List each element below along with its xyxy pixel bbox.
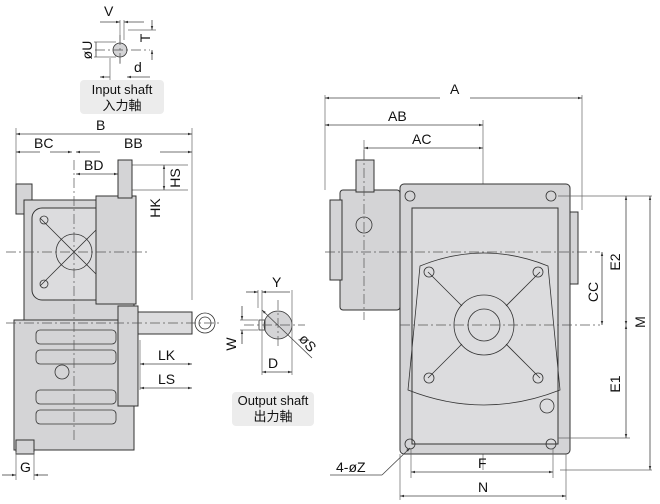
dim-label-S: øS [296,331,320,355]
dim-label-BB: BB [124,135,143,151]
output-shaft-caption-en: Output shaft [238,393,309,408]
dim-label-AB: AB [388,108,407,124]
input-shaft-caption-en: Input shaft [92,82,153,97]
output-shaft-detail: Y W D øS Output shaft 出力軸 [223,274,320,426]
dim-label-LK: LK [158,347,176,363]
dim-label-Z: 4-øZ [336,459,366,475]
dim-label-M: M [632,316,648,328]
front-view: A AB AC [324,81,652,500]
dim-label-D: D [268,355,278,371]
dim-label-BD: BD [84,157,103,173]
dim-label-Y: Y [272,274,282,290]
dim-label-AC: AC [412,131,431,147]
input-shaft-caption-jp: 入力軸 [102,98,141,113]
dim-label-U: øU [79,41,95,60]
dim-label-E2: E2 [607,253,623,270]
dim-label-E1: E1 [607,375,623,392]
dim-label-CC: CC [585,282,601,302]
output-shaft-caption-jp: 出力軸 [253,409,292,424]
dim-label-T: T [137,33,153,42]
dim-label-G: G [20,459,31,475]
dim-label-HK: HK [147,198,163,218]
dim-label-F: F [478,455,487,471]
dim-label-HS: HS [167,168,183,187]
dim-label-V: V [104,3,114,19]
dim-label-LS: LS [158,371,175,387]
dim-label-BC: BC [34,135,53,151]
input-shaft-detail: V øU T d Input shaft 入力軸 [79,3,164,114]
dim-label-N: N [478,479,488,495]
dim-label-B: B [96,117,105,133]
dim-label-A: A [450,81,460,97]
dim-label-d: d [134,59,142,75]
side-view: B BC BB BD HS HK [2,117,220,480]
dim-label-W: W [223,337,239,351]
